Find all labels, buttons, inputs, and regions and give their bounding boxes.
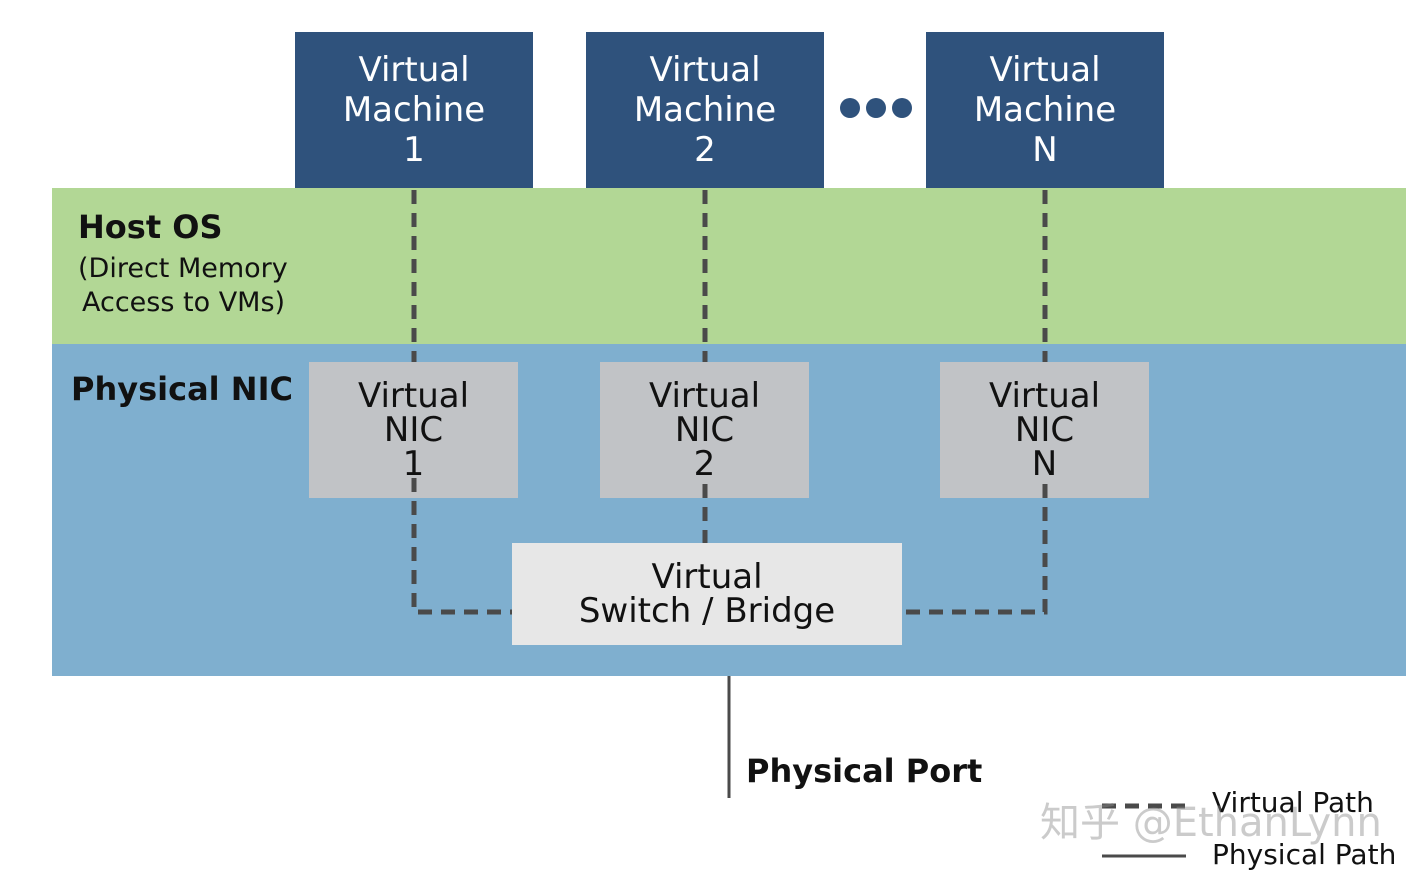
vnic-label-line2: NIC — [1014, 410, 1075, 450]
watermark-text: 知乎 @EthanLynn — [1040, 800, 1382, 846]
ellipsis-dot — [840, 98, 860, 118]
vm-label-line2: Machine — [342, 90, 486, 130]
vm-label-line1: Virtual — [989, 50, 1101, 90]
vnic-label-line1: Virtual — [357, 376, 470, 416]
host-os-title: Host OS — [78, 208, 223, 246]
ellipsis-dot — [892, 98, 912, 118]
virtual-path-nicn-switch — [902, 484, 1048, 615]
virtual-nic-2: Virtual NIC 2 — [600, 362, 809, 498]
switch-label-line1: Virtual — [651, 557, 763, 597]
ellipsis-dot — [866, 98, 886, 118]
vm-label-line3: N — [1032, 130, 1058, 170]
virtual-path-nic1-switch — [411, 478, 512, 615]
vm-label-line1: Virtual — [358, 50, 470, 90]
vnic-label-line2: NIC — [383, 410, 444, 450]
physical-nic-title: Physical NIC — [71, 370, 293, 408]
vm-label-line3: 2 — [694, 130, 716, 170]
switch-label-line2: Switch / Bridge — [578, 591, 836, 631]
virtual-machine-1: Virtual Machine 1 — [295, 32, 533, 188]
physical-port-label: Physical Port — [746, 752, 983, 790]
virtual-nic-1: Virtual NIC 1 — [309, 362, 518, 498]
host-os-subtitle-line2: Access to VMs) — [82, 287, 286, 318]
ellipsis-dots — [840, 98, 912, 118]
virtual-machine-n: Virtual Machine N — [926, 32, 1164, 188]
vnic-label-line3: 2 — [693, 444, 716, 484]
virtual-machine-2: Virtual Machine 2 — [586, 32, 824, 188]
host-os-subtitle-line1: (Direct Memory — [78, 253, 288, 284]
vm-label-line2: Machine — [973, 90, 1117, 130]
vnic-label-line2: NIC — [674, 410, 735, 450]
vnic-label-line3: 1 — [402, 444, 425, 484]
vnic-label-line3: N — [1031, 444, 1058, 484]
virtual-nic-n: Virtual NIC N — [940, 362, 1149, 498]
host-os-band — [52, 188, 1406, 344]
vm-label-line1: Virtual — [649, 50, 761, 90]
vm-label-line2: Machine — [633, 90, 777, 130]
vnic-label-line1: Virtual — [988, 376, 1101, 416]
vnic-label-line1: Virtual — [648, 376, 761, 416]
legend-physical-path-label: Physical Path — [1212, 838, 1397, 871]
virtual-switch-bridge: Virtual Switch / Bridge — [512, 543, 902, 645]
vm-label-line3: 1 — [403, 130, 425, 170]
legend-virtual-path-label: Virtual Path — [1212, 786, 1374, 819]
